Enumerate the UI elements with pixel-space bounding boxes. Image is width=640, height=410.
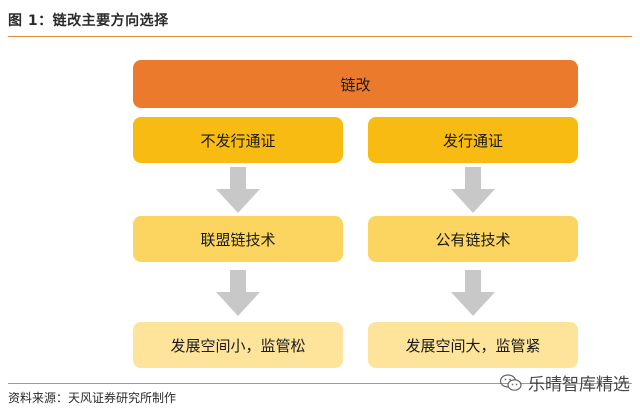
source-note: 资料来源：天风证券研究所制作 xyxy=(8,391,177,405)
down-arrow-icon xyxy=(451,270,495,316)
left-node-consortium-chain: 联盟链技术 xyxy=(133,216,343,262)
wechat-icon xyxy=(500,373,522,391)
watermark: 乐晴智库精选 xyxy=(500,370,630,395)
top-node-chain-reform: 链改 xyxy=(133,60,578,108)
right-node-issue-token: 发行通证 xyxy=(368,117,578,163)
figure-title: 图 1：链改主要方向选择 xyxy=(8,13,169,29)
right-node-large-space-strict-regulation: 发展空间大，监管紧 xyxy=(368,322,578,368)
title-divider xyxy=(8,36,632,37)
bottom-divider xyxy=(8,383,632,384)
right-node-public-chain: 公有链技术 xyxy=(368,216,578,262)
down-arrow-icon xyxy=(216,270,260,316)
watermark-text: 乐晴智库精选 xyxy=(528,375,630,395)
left-node-small-space-loose-regulation: 发展空间小，监管松 xyxy=(133,322,343,368)
down-arrow-icon xyxy=(451,167,495,213)
down-arrow-icon xyxy=(216,167,260,213)
left-node-no-token: 不发行通证 xyxy=(133,117,343,163)
